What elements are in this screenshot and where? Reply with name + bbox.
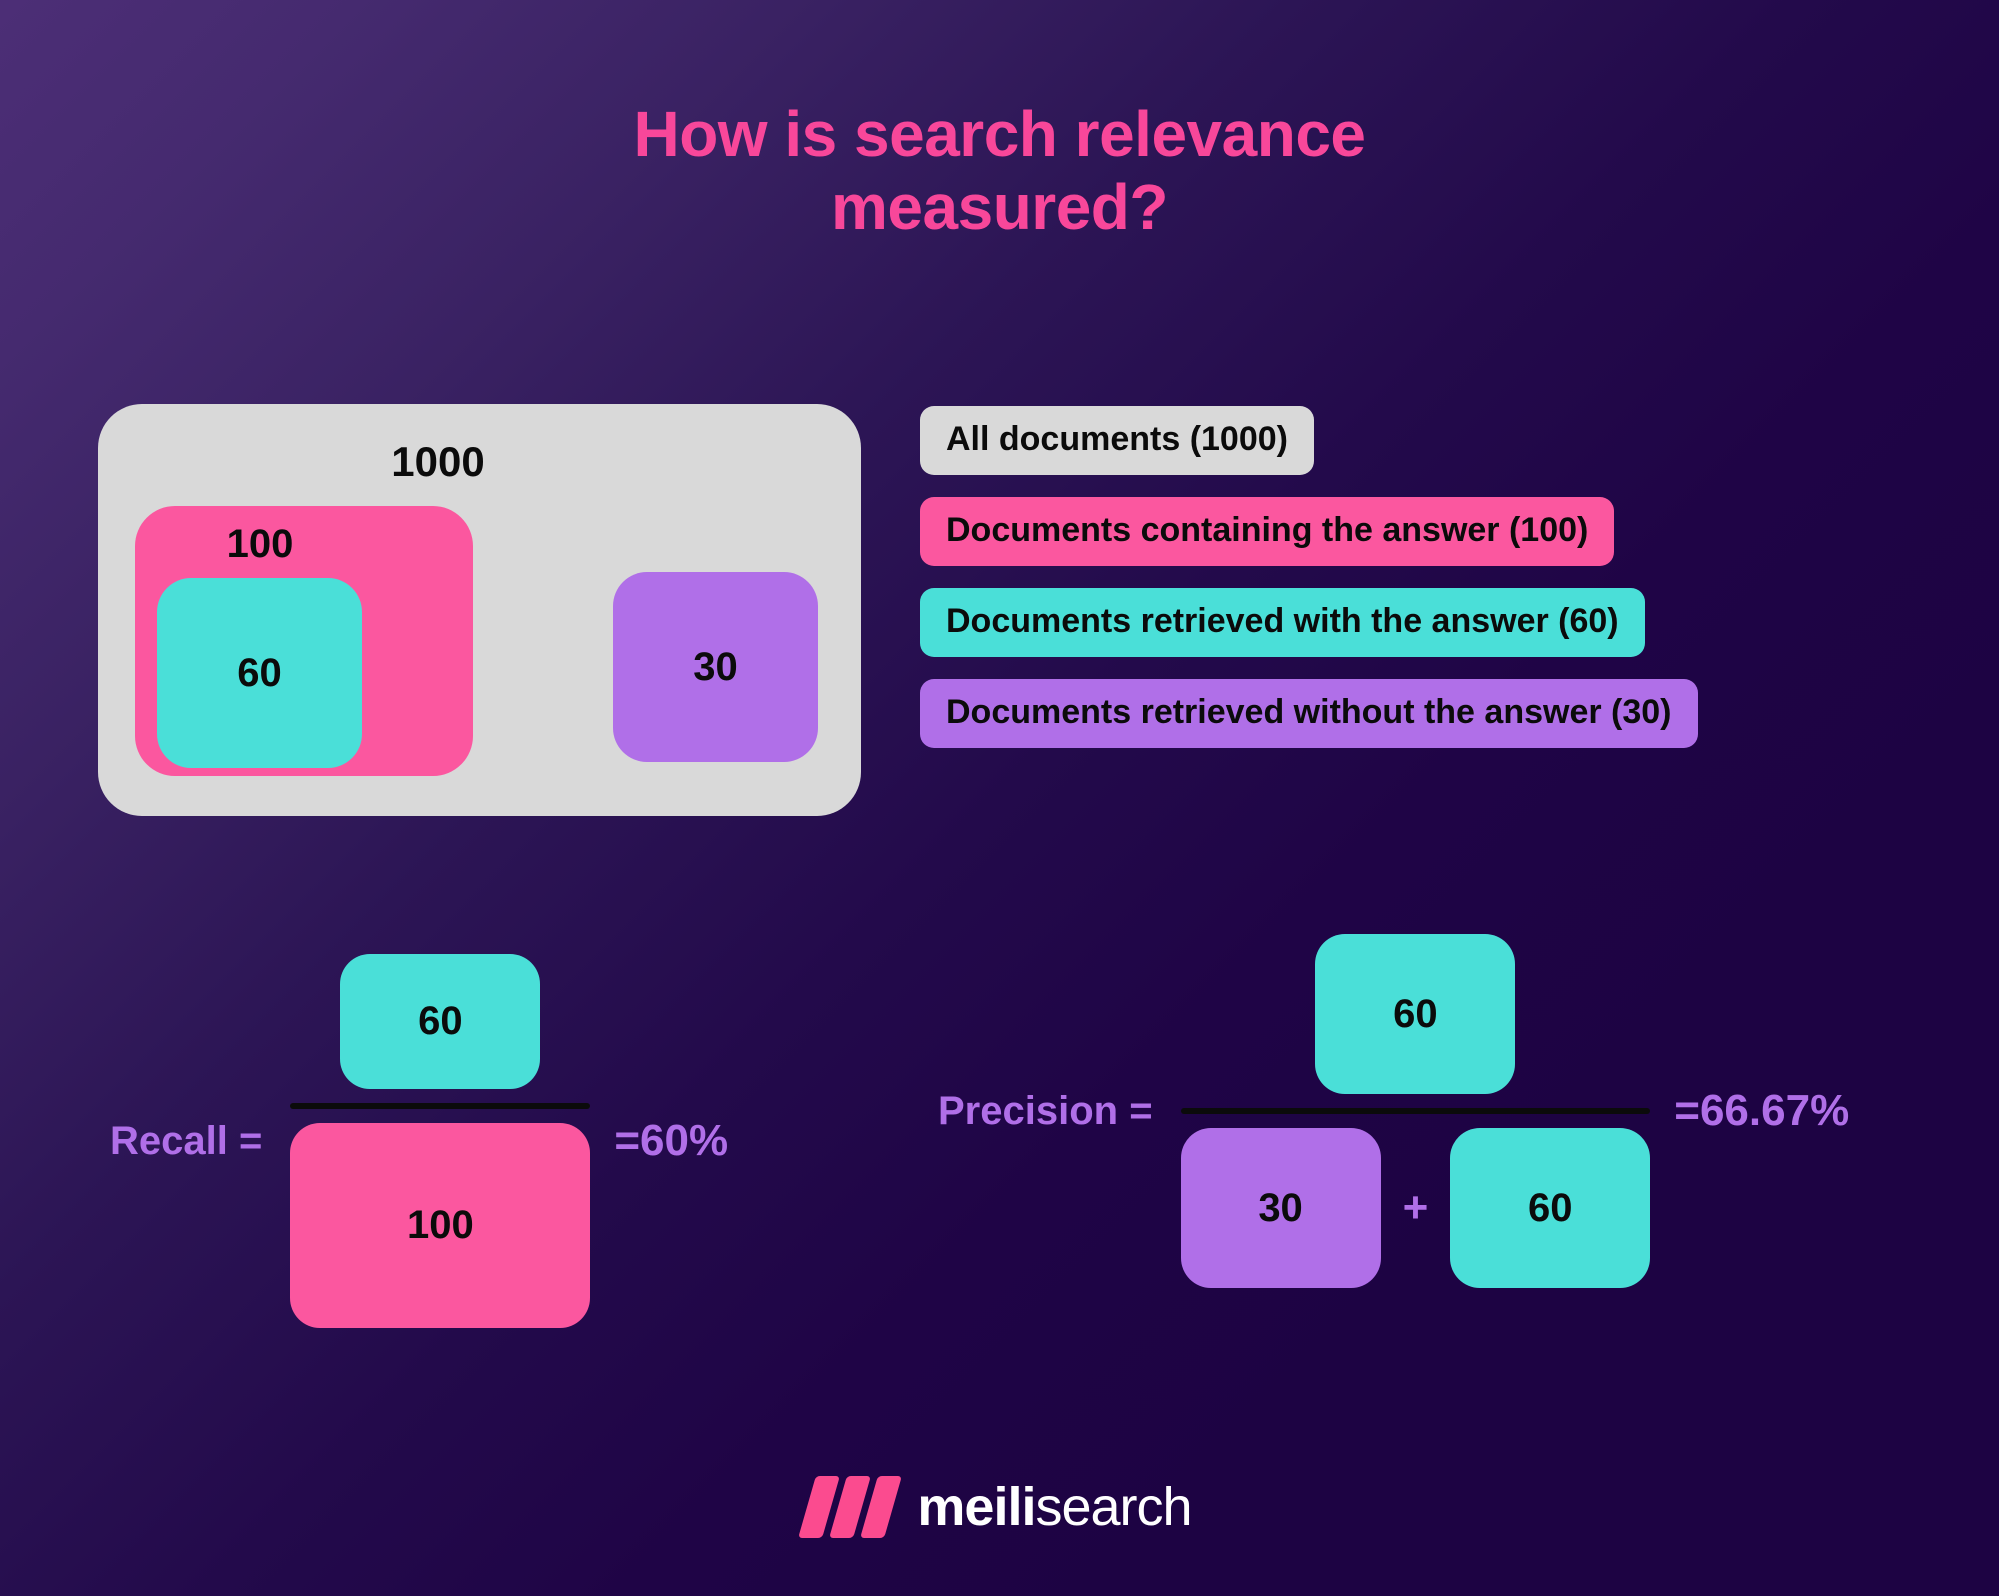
precision-result: =66.67%: [1674, 1086, 1850, 1135]
venn-diagram-all-documents: 1000 100 60 30: [98, 404, 861, 816]
recall-denominator-box: 100: [290, 1123, 591, 1328]
recall-formula: Recall = 60 100 =60%: [110, 940, 728, 1342]
recall-denominator-row: 100: [290, 1109, 591, 1342]
venn-label-all-documents: 1000: [391, 438, 485, 485]
precision-denominator-row: 30 + 60: [1180, 1114, 1651, 1302]
precision-formula: Precision = 60 30 + 60 =66.67%: [938, 920, 1849, 1302]
precision-denominator-box-right: 60: [1450, 1128, 1651, 1288]
recall-result: =60%: [614, 1116, 729, 1165]
venn-label-documents-containing-answer: 100: [226, 522, 294, 566]
precision-fraction-bar: [1180, 1108, 1651, 1114]
logo-text-search: search: [1035, 1477, 1192, 1537]
legend-item-documents-retrieved-without-answer: Documents retrieved without the answer (…: [920, 679, 1698, 748]
logo-text-meili: meili: [917, 1477, 1036, 1537]
meilisearch-logo: meilisearch: [0, 1476, 1999, 1538]
recall-numerator-row: 60: [340, 940, 541, 1103]
meilisearch-logo-text: meilisearch: [917, 1477, 1192, 1537]
page-title-line-1: How is search relevance: [633, 98, 1366, 170]
precision-denominator-box-left: 30: [1180, 1128, 1381, 1288]
legend-item-documents-containing-answer: Documents containing the answer (100): [920, 497, 1615, 566]
venn-set-documents-retrieved-with-answer: 60: [157, 578, 362, 768]
legend: All documents (1000) Documents containin…: [920, 406, 1698, 770]
page-title-line-2: measured?: [831, 170, 1168, 243]
recall-fraction: 60 100: [290, 940, 591, 1342]
page-title: How is search relevance measured?: [0, 98, 1999, 244]
meilisearch-logo-mark-icon: [798, 1476, 903, 1538]
recall-formula-label: Recall =: [110, 1118, 263, 1163]
venn-label-documents-retrieved-with-answer: 60: [237, 650, 282, 695]
precision-numerator-row: 60: [1315, 920, 1516, 1108]
precision-fraction: 60 30 + 60: [1180, 920, 1651, 1302]
precision-formula-label: Precision =: [938, 1088, 1153, 1133]
recall-fraction-bar: [290, 1103, 591, 1109]
venn-set-documents-retrieved-without-answer: 30: [613, 572, 818, 762]
venn-set-documents-containing-answer: 100 60: [135, 506, 473, 776]
precision-denominator-plus-sign: +: [1402, 1183, 1429, 1232]
legend-item-all-documents: All documents (1000): [920, 406, 1314, 475]
precision-numerator-box: 60: [1315, 934, 1516, 1094]
legend-item-documents-retrieved-with-answer: Documents retrieved with the answer (60): [920, 588, 1645, 657]
recall-numerator-box: 60: [340, 954, 541, 1089]
